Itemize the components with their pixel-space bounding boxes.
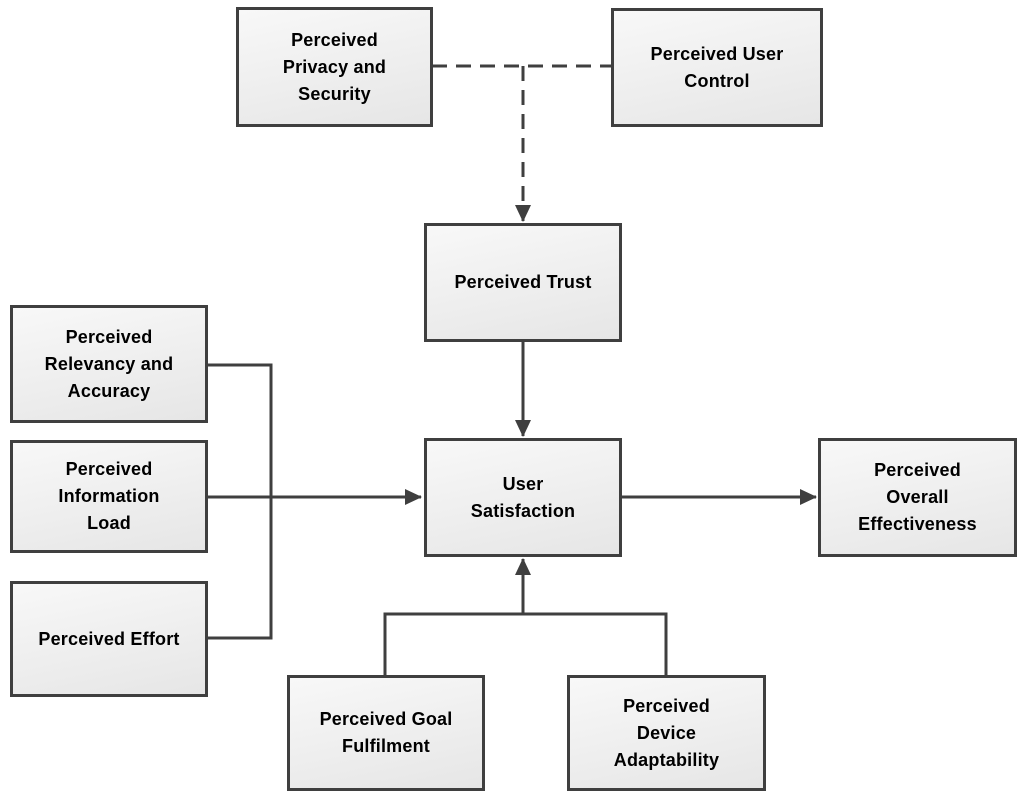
node-perceived-user-control: Perceived User Control <box>611 8 823 127</box>
edge-privacy-usercontrol-to-trust <box>432 64 612 222</box>
node-label-line: Load <box>87 513 131 533</box>
node-label-line: Perceived <box>291 29 378 50</box>
node-label-line: Perceived <box>874 460 961 480</box>
node-perceived-overall-effectiveness: Perceived Overall Effectiveness <box>818 438 1017 557</box>
node-label-line: Perceived <box>65 459 153 479</box>
node-label-line: Perceived Trust <box>454 272 592 292</box>
node-label-line: Information <box>58 486 160 506</box>
node-perceived-information-load: Perceived Information Load <box>10 440 208 553</box>
node-label-line: Device <box>636 722 697 743</box>
node-label-line: Accuracy <box>67 380 151 401</box>
node-label-line: Perceived Effort <box>38 628 180 649</box>
node-label-line: Security <box>298 83 371 104</box>
node-perceived-goal-fulfilment: Perceived Goal Fulfilment <box>287 675 485 791</box>
node-label-line: Perceived Goal <box>319 709 453 729</box>
node-perceived-trust: Perceived Trust <box>424 223 622 342</box>
node-perceived-effort: Perceived Effort <box>10 581 208 697</box>
node-label-line: Fulfilment <box>342 736 430 756</box>
node-label-line: Adaptability <box>613 749 720 770</box>
node-label-line: Relevancy and <box>44 353 174 374</box>
node-perceived-privacy-and-security: Perceived Privacy and Security <box>236 7 433 127</box>
node-label-line: Perceived <box>65 326 153 347</box>
node-label-line: Satisfaction <box>470 500 576 521</box>
node-label-line: Perceived User <box>650 43 784 64</box>
edge-left-factors-to-satisfaction <box>207 363 422 640</box>
node-label-line: Privacy and <box>282 56 387 77</box>
node-label-line: Perceived <box>623 695 710 716</box>
node-label-line: Control <box>684 70 750 91</box>
node-user-satisfaction: User Satisfaction <box>424 438 622 557</box>
node-label-line: Effectiveness <box>858 514 977 534</box>
node-label-line: User <box>502 473 544 494</box>
edge-bottom-factors-to-satisfaction <box>383 558 668 676</box>
node-perceived-relevancy-and-accuracy: Perceived Relevancy and Accuracy <box>10 305 208 423</box>
node-perceived-device-adaptability: Perceived Device Adaptability <box>567 675 766 791</box>
node-label-line: Overall <box>886 487 949 507</box>
